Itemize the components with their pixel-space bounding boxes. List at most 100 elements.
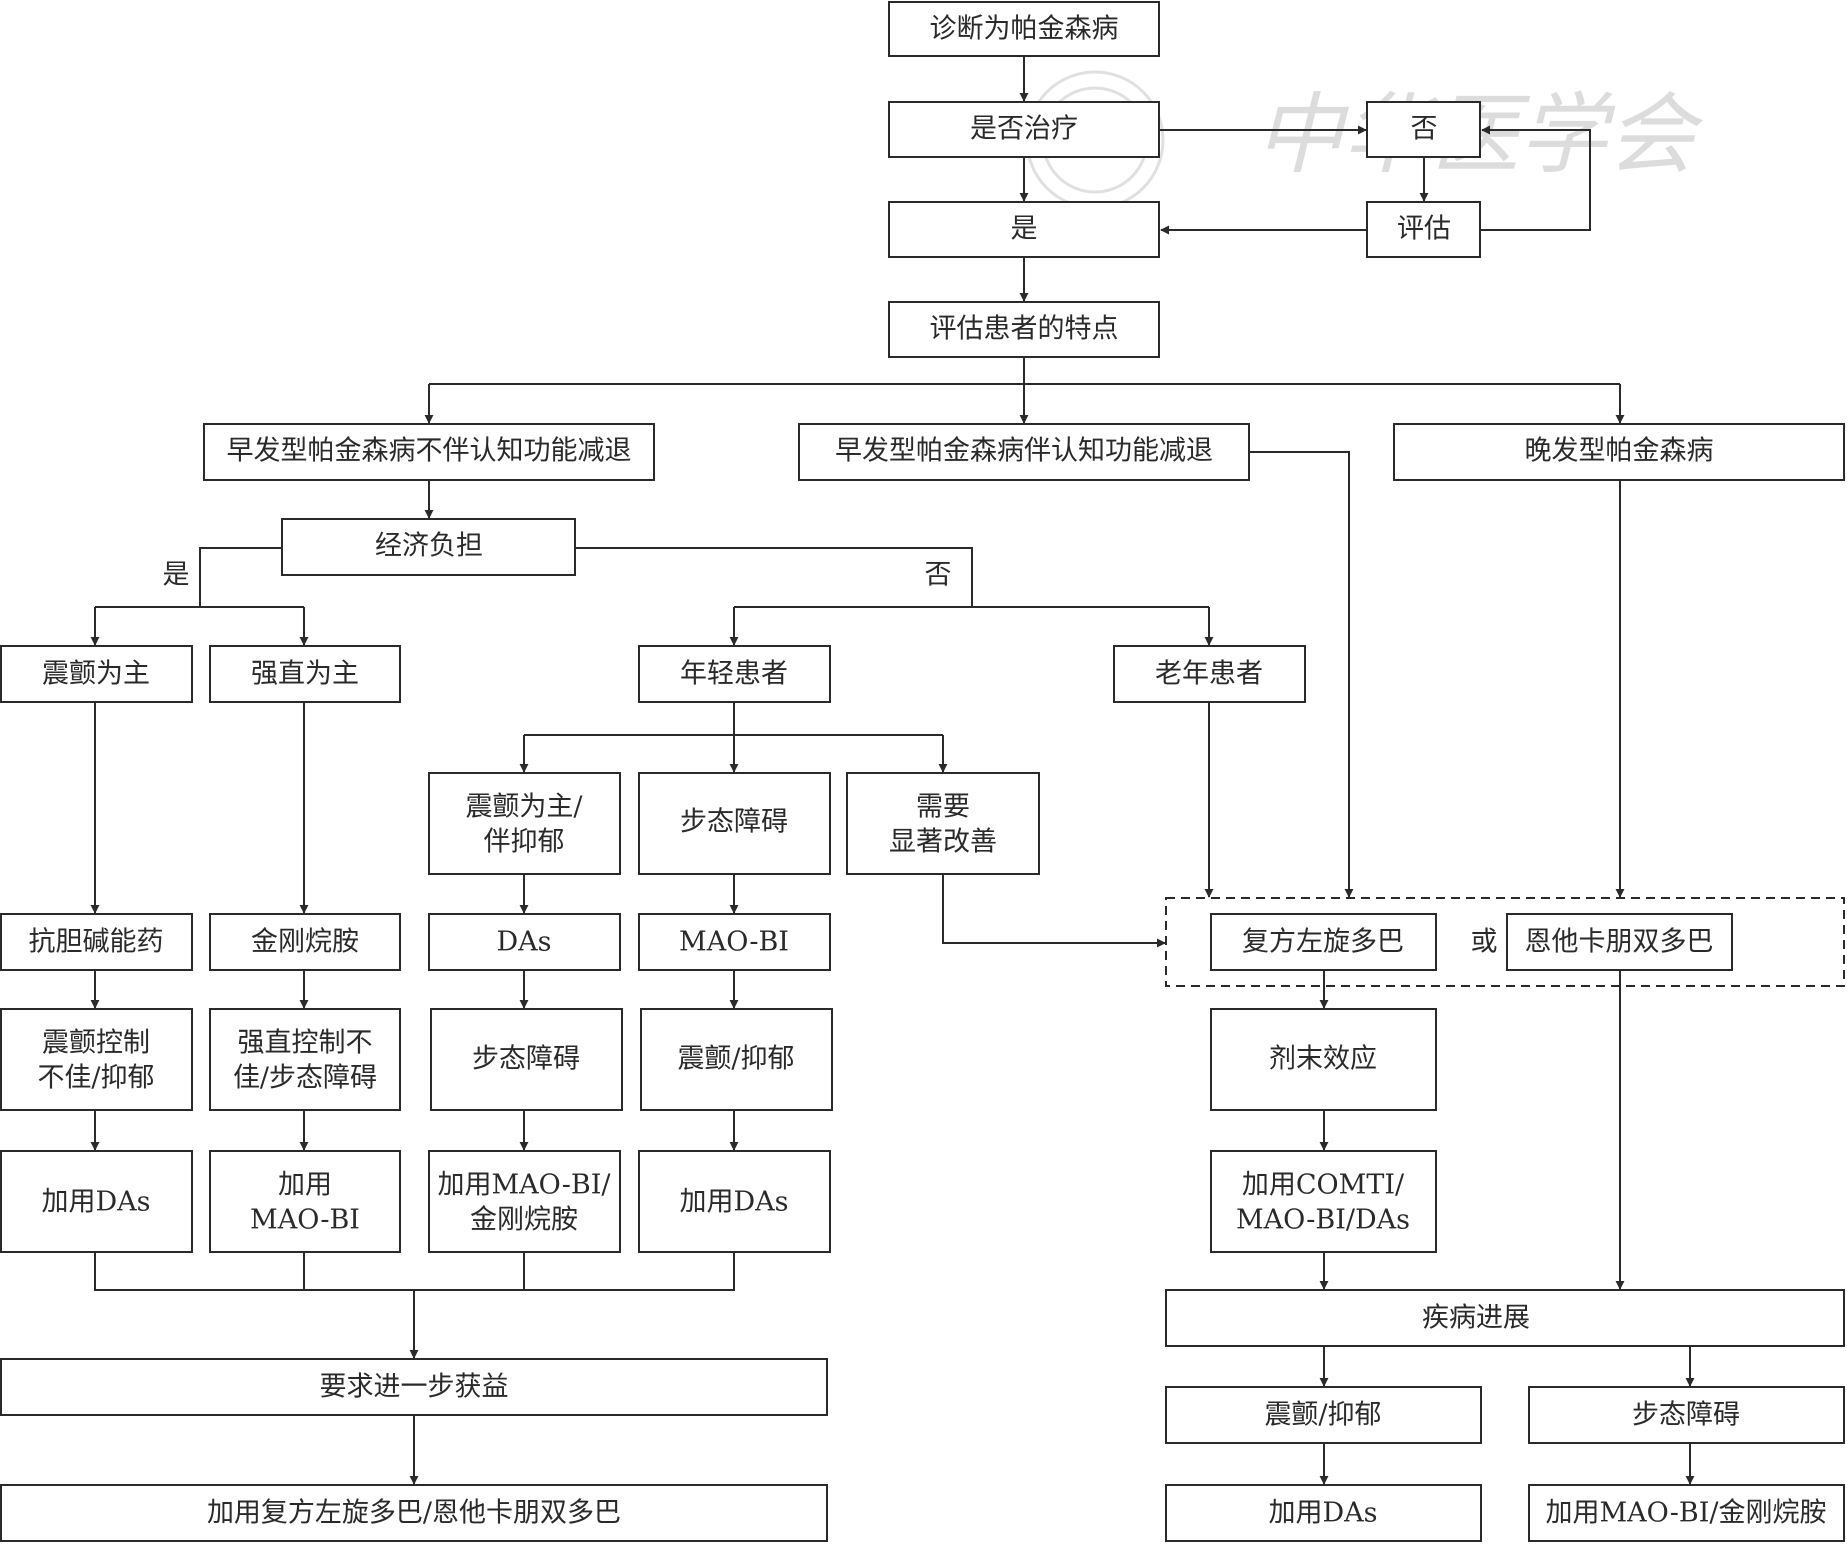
node-add-maobi-aman-line2: 金刚烷胺: [470, 1205, 578, 1236]
node-assess: 评估: [1366, 201, 1481, 258]
node-add-maobi-aman-line1: 加用MAO-BI/: [438, 1170, 612, 1201]
node-maobi-label: MAO-BI: [679, 927, 789, 958]
edge-merge: [94, 1252, 735, 1291]
node-tremor-poor-line2: 不佳/抑郁: [37, 1063, 154, 1094]
node-gait2: 步态障碍: [430, 1008, 623, 1111]
edge-assess-loop: [1481, 125, 1591, 231]
edge-econ-no: [575, 547, 1209, 608]
node-gait3-label: 步态障碍: [1632, 1400, 1740, 1431]
connectors: [90, 51, 1845, 1485]
node-add-das2-label: 加用DAs: [679, 1187, 788, 1218]
node-no-label: 否: [1411, 114, 1438, 145]
node-econ-label: 经济负担: [375, 531, 483, 562]
node-add-maobi-line2: MAO-BI: [250, 1205, 360, 1236]
node-add-maobi-line1: 加用: [278, 1170, 332, 1201]
levodopa-options-group: [1165, 897, 1845, 987]
node-add-levodopa: 加用复方左旋多巴/恩他卡朋双多巴: [0, 1484, 828, 1542]
node-anticholinergic-label: 抗胆碱能药: [29, 927, 164, 958]
node-diagnosis-label: 诊断为帕金森病: [930, 14, 1119, 45]
node-stalevo: 恩他卡朋双多巴: [1506, 913, 1733, 971]
node-no: 否: [1366, 101, 1481, 158]
node-add-comti-line2: MAO-BI/DAs: [1236, 1205, 1410, 1236]
node-stalevo-label: 恩他卡朋双多巴: [1525, 927, 1714, 958]
node-tremor-dep: 震颤为主/ 伴抑郁: [428, 772, 621, 875]
node-assess-traits: 评估患者的特点: [888, 301, 1160, 358]
node-tremor-dep3-label: 震颤/抑郁: [1264, 1400, 1381, 1431]
edge-econ-yes: [95, 547, 304, 608]
node-tremor-poor: 震颤控制 不佳/抑郁: [0, 1008, 193, 1111]
node-add-das1-label: 加用DAs: [41, 1187, 150, 1218]
node-levodopa-label: 复方左旋多巴: [1242, 927, 1404, 958]
node-wearing-off: 剂末效应: [1210, 1008, 1437, 1111]
node-rigid-poor-line2: 佳/步态障碍: [233, 1063, 377, 1094]
node-early-no-cog: 早发型帕金森病不伴认知功能减退: [203, 423, 655, 481]
edge-label-econ-yes: 是: [163, 560, 190, 591]
edge-need-levodopa: [942, 874, 1166, 948]
node-assess-traits-label: 评估患者的特点: [930, 314, 1119, 345]
node-anticholinergic: 抗胆碱能药: [0, 913, 193, 971]
node-assess-label: 评估: [1397, 214, 1451, 245]
node-add-das3: 加用DAs: [1165, 1484, 1482, 1542]
node-rigid-poor-line1: 强直控制不: [238, 1028, 373, 1059]
node-add-maobi-aman2: 加用MAO-BI/金刚烷胺: [1528, 1484, 1845, 1542]
node-tremor-dep2: 震颤/抑郁: [640, 1008, 833, 1111]
node-tremor-dep-line1: 震颤为主/: [465, 792, 583, 823]
node-late-label: 晚发型帕金森病: [1525, 436, 1714, 467]
node-need-improve: 需要 显著改善: [846, 772, 1040, 875]
node-late: 晚发型帕金森病: [1393, 423, 1845, 481]
node-yes-label: 是: [1011, 214, 1038, 245]
node-add-das2: 加用DAs: [638, 1150, 831, 1253]
node-add-comti-line1: 加用COMTI/: [1242, 1170, 1405, 1201]
node-progression-label: 疾病进展: [1422, 1303, 1530, 1334]
node-tremor-dep-line2: 伴抑郁: [484, 827, 565, 858]
node-das: DAs: [428, 913, 621, 971]
node-need-improve-line2: 显著改善: [889, 827, 997, 858]
node-early-no-cog-label: 早发型帕金森病不伴认知功能减退: [227, 436, 632, 467]
node-gait2-label: 步态障碍: [472, 1044, 580, 1075]
node-amantadine-label: 金刚烷胺: [251, 927, 359, 958]
node-diagnosis: 诊断为帕金森病: [888, 1, 1160, 57]
node-add-das1: 加用DAs: [0, 1150, 193, 1253]
node-tremor-main: 震颤为主: [0, 645, 193, 703]
node-rigid-main: 强直为主: [209, 645, 401, 703]
node-add-levodopa-label: 加用复方左旋多巴/恩他卡朋双多巴: [207, 1498, 621, 1529]
or-label: 或: [1471, 927, 1498, 958]
node-treat-question: 是否治疗: [888, 101, 1160, 158]
node-add-das3-label: 加用DAs: [1268, 1498, 1377, 1529]
node-further-label: 要求进一步获益: [320, 1372, 509, 1403]
node-wearing-off-label: 剂末效应: [1269, 1044, 1377, 1075]
node-rigid-main-label: 强直为主: [251, 659, 359, 690]
edge-earlycog-levodopa: [1249, 451, 1354, 898]
node-young: 年轻患者: [638, 645, 831, 703]
node-treat-question-label: 是否治疗: [970, 114, 1078, 145]
edge-traits-split: [429, 357, 1620, 385]
node-tremor-dep2-label: 震颤/抑郁: [677, 1044, 794, 1075]
node-rigid-poor: 强直控制不 佳/步态障碍: [209, 1008, 401, 1111]
node-das-label: DAs: [496, 927, 551, 958]
node-tremor-dep3: 震颤/抑郁: [1165, 1386, 1482, 1444]
node-gait3: 步态障碍: [1528, 1386, 1845, 1444]
node-need-improve-line1: 需要: [916, 792, 970, 823]
node-add-maobi-aman2-label: 加用MAO-BI/金刚烷胺: [1546, 1498, 1827, 1529]
node-elderly: 老年患者: [1113, 645, 1306, 703]
node-early-cog-label: 早发型帕金森病伴认知功能减退: [835, 436, 1213, 467]
node-gait1-label: 步态障碍: [680, 807, 788, 838]
node-add-maobi: 加用 MAO-BI: [209, 1150, 401, 1253]
node-tremor-poor-line1: 震颤控制: [42, 1028, 150, 1059]
node-econ: 经济负担: [281, 518, 576, 576]
node-add-comti: 加用COMTI/ MAO-BI/DAs: [1210, 1150, 1437, 1253]
edge-label-econ-no: 否: [925, 560, 952, 591]
node-progression: 疾病进展: [1165, 1289, 1845, 1347]
node-further: 要求进一步获益: [0, 1358, 828, 1416]
edge-young-split: [524, 702, 943, 736]
node-amantadine: 金刚烷胺: [209, 913, 401, 971]
node-early-cog: 早发型帕金森病伴认知功能减退: [798, 423, 1250, 481]
node-maobi: MAO-BI: [638, 913, 831, 971]
node-elderly-label: 老年患者: [1155, 659, 1263, 690]
node-young-label: 年轻患者: [680, 659, 788, 690]
node-levodopa: 复方左旋多巴: [1210, 913, 1437, 971]
node-tremor-main-label: 震颤为主: [42, 659, 150, 690]
node-add-maobi-aman: 加用MAO-BI/ 金刚烷胺: [428, 1150, 621, 1253]
